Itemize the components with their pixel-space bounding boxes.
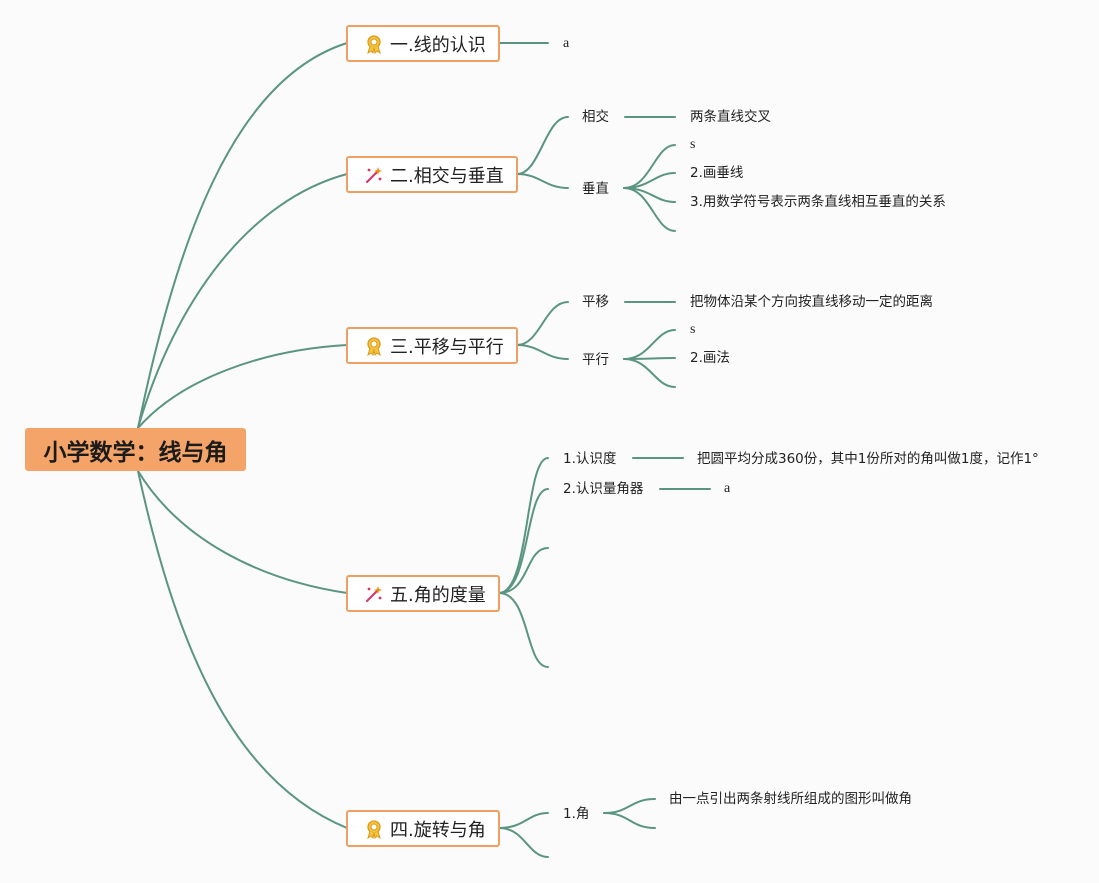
topic-label: 二.相交与垂直 [390,165,504,187]
branch-line [623,187,676,232]
branch-line [137,173,348,429]
topic-rotation-angle[interactable]: 四.旋转与角 [346,810,500,847]
leaf-label[interactable]: s [690,137,696,152]
branch-line [603,812,656,829]
branch-line [516,301,569,346]
branch-line [516,344,569,360]
topic-label: 一.线的认识 [390,34,486,56]
topic-angle-measure[interactable]: 五.角的度量 [346,575,500,612]
subtopic-label[interactable]: 垂直 [582,181,609,197]
subtopic-label[interactable]: a [563,36,570,51]
branch-line [498,547,549,594]
award-ribbon-icon [364,336,384,356]
magic-wand-icon [364,165,384,185]
topic-label: 五.角的度量 [390,584,486,606]
branch-line [498,488,549,594]
branch-line [623,358,676,388]
subtopic-label[interactable]: 2.认识量角器 [563,481,644,497]
magic-wand-icon [364,584,384,604]
branch-line [137,42,348,429]
branch-line [137,470,348,594]
subtopic-label[interactable]: 平移 [582,294,609,310]
leaf-label[interactable]: 2.画垂线 [690,165,744,181]
root-topic[interactable]: 小学数学：线与角 [25,428,246,471]
branch-line [516,173,569,189]
branch-line [623,357,676,360]
branch-line [498,592,549,668]
topic-intersect-perpendicular[interactable]: 二.相交与垂直 [346,156,518,193]
leaf-label[interactable]: 把圆平均分成360份，其中1份所对的角叫做1度，记作1° [697,451,1039,467]
subtopic-label[interactable]: 1.认识度 [563,451,617,467]
branch-line [498,812,549,829]
subtopic-label[interactable]: 平行 [582,352,609,368]
leaf-label[interactable]: 把物体沿某个方向按直线移动一定的距离 [690,294,933,310]
topic-line-recognition[interactable]: 一.线的认识 [346,25,500,62]
branch-line [516,116,569,175]
branch-line [137,344,348,429]
leaf-label[interactable]: 由一点引出两条射线所组成的图形叫做角 [669,791,912,807]
branch-line [498,827,549,858]
branch-line [603,798,656,814]
topic-translation-parallel[interactable]: 三.平移与平行 [346,327,518,364]
award-ribbon-icon [364,34,384,54]
leaf-label[interactable]: 两条直线交叉 [690,109,771,125]
leaf-label[interactable]: 2.画法 [690,350,730,366]
leaf-label[interactable]: 3.用数学符号表示两条直线相互垂直的关系 [690,194,946,210]
topic-label: 四.旋转与角 [390,819,486,841]
award-ribbon-icon [364,819,384,839]
leaf-label[interactable]: s [690,322,696,337]
branch-line [498,457,549,594]
branch-line [623,329,676,360]
subtopic-label[interactable]: 相交 [582,109,609,125]
branch-line [137,470,348,829]
subtopic-label[interactable]: 1.角 [563,806,590,822]
leaf-label[interactable]: a [724,481,731,496]
topic-label: 三.平移与平行 [390,336,504,358]
